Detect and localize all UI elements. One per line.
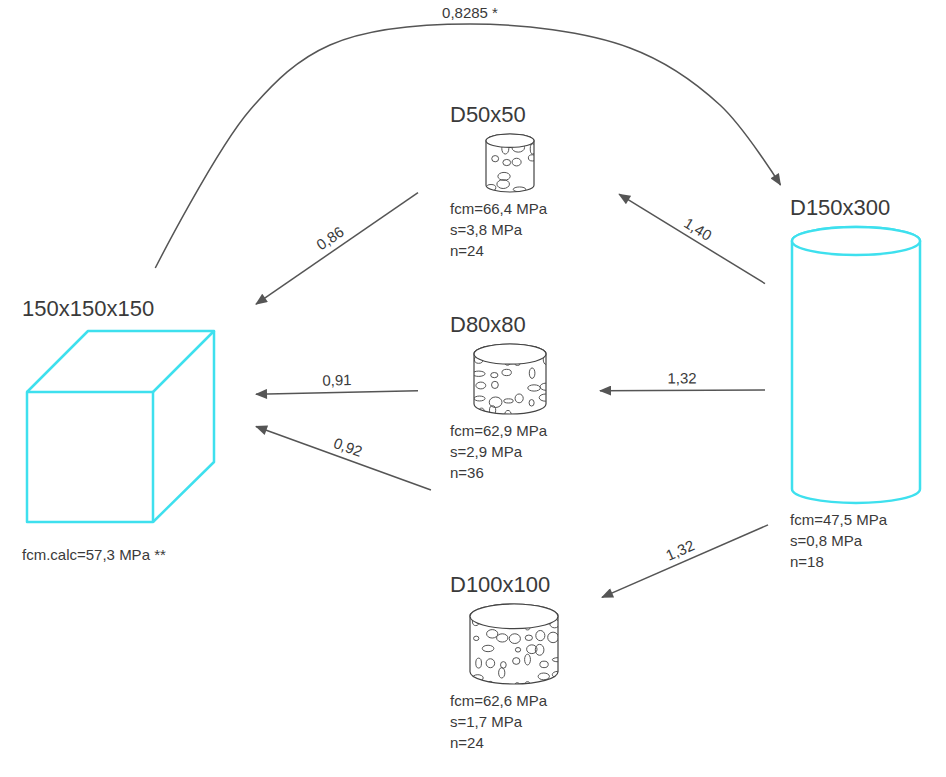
cylinder-drawing xyxy=(450,132,542,194)
strength-stat: fcm=62,9 MPa xyxy=(450,420,550,441)
conversion-arrow xyxy=(256,391,418,395)
specimen-title: D150x300 xyxy=(790,195,926,221)
strength-stat: n=24 xyxy=(450,732,562,753)
conversion-arrow xyxy=(256,426,431,490)
cylinder-specimen: D50x50 fcm=66,4 MPas=3,8 MPan=24 xyxy=(450,102,547,261)
cube-specimen: 150x150x150 fcm.calc=57,3 MPa ** xyxy=(22,296,218,565)
strength-stat: fcm=62,6 MPa xyxy=(450,690,562,711)
cylinder-specimen: D100x100 fcm=62,6 MPas=1,7 MPan=24 xyxy=(450,572,562,753)
conversion-factor: 0,86 xyxy=(312,222,349,255)
conversion-arrow xyxy=(256,193,418,304)
cube-top xyxy=(27,331,214,392)
cylinder-outline xyxy=(486,134,534,192)
conversion-factor: 0,91 xyxy=(320,372,354,390)
specimen-title: D50x50 xyxy=(450,102,547,128)
aggregate-texture xyxy=(486,143,536,192)
conversion-arrow xyxy=(619,194,765,283)
cylinder-outline xyxy=(470,604,558,684)
conversion-factor: 1,32 xyxy=(662,536,699,565)
specimen-title: 150x150x150 xyxy=(22,296,218,322)
strength-stat: fcm=66,4 MPa xyxy=(450,198,547,219)
cube-front xyxy=(27,392,153,522)
cylinder-specimen: D150x300 fcm=47,5 MPas=0,8 MPan=18 xyxy=(790,195,926,572)
conversion-factor: 0,8285 * xyxy=(440,4,500,21)
cylinder-top xyxy=(470,604,558,629)
strength-stat: fcm=47,5 MPa xyxy=(790,509,926,530)
strength-stat: s=0,8 MPa xyxy=(790,530,926,551)
strength-stat: n=24 xyxy=(450,240,547,261)
strength-stat: s=1,7 MPa xyxy=(450,711,562,732)
strength-stat: n=36 xyxy=(450,462,550,483)
cylinder-specimen: D80x80 fcm=62,9 MPas=2,9 MPan=36 xyxy=(450,312,550,483)
cylinder-outline xyxy=(474,344,546,414)
cylinder-top xyxy=(474,344,546,364)
strength-stat: s=2,9 MPa xyxy=(450,441,550,462)
conversion-factor: 1,32 xyxy=(666,370,699,387)
conversion-factor: 0,92 xyxy=(329,433,366,460)
strength-stat: s=3,8 MPa xyxy=(450,219,547,240)
specimen-title: D100x100 xyxy=(450,572,562,598)
cylinder-drawing xyxy=(790,225,926,505)
cube-drawing xyxy=(22,326,218,526)
cylinder-top xyxy=(486,134,534,147)
conversion-factor: 1,40 xyxy=(680,213,717,245)
cylinder-outline xyxy=(792,227,920,503)
strength-stat: fcm.calc=57,3 MPa ** xyxy=(22,544,218,565)
cylinder-drawing xyxy=(450,342,550,416)
conversion-arrow xyxy=(602,525,768,597)
strength-stat: n=18 xyxy=(790,551,926,572)
specimen-title: D80x80 xyxy=(450,312,550,338)
conversion-arrow xyxy=(600,389,765,391)
cylinder-top xyxy=(792,227,920,255)
conversion-arrow xyxy=(155,24,780,268)
cylinder-drawing xyxy=(450,602,562,686)
cube-side xyxy=(153,331,214,522)
